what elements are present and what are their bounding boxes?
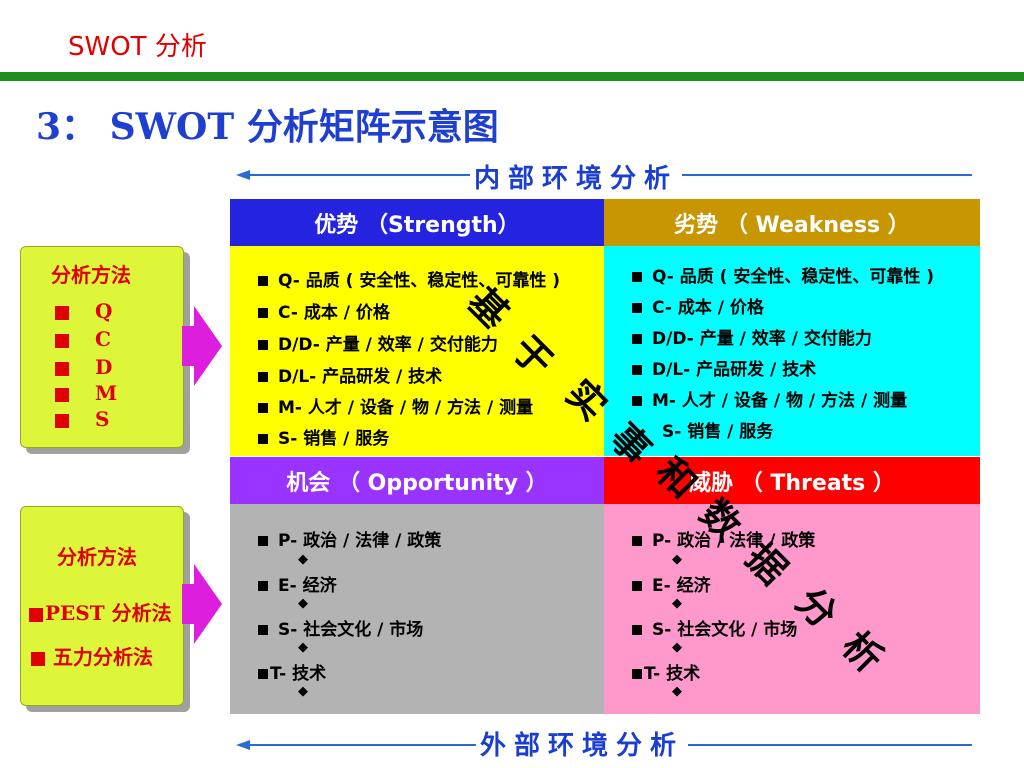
diamond-bullet-icon: ◆ <box>298 640 308 655</box>
analysis-method-box-pest: 分析方法 PEST 分析法 五力分析法 <box>20 506 184 706</box>
method-item: D <box>55 355 112 379</box>
strength-cell: Q- 品质 ( 安全性、稳定性、可靠性 ) C- 成本 / 价格 D/D- 产量… <box>230 246 604 456</box>
page-title: 3： SWOT 分析矩阵示意图 <box>36 106 499 148</box>
opportunity-item: T- 技术 <box>258 659 326 684</box>
right-arrowhead-icon <box>194 564 222 644</box>
weakness-item: C- 成本 / 价格 <box>632 293 764 318</box>
threats-cell: P- 政治 / 法律 / 政策 ◆ E- 经济 ◆ S- 社会文化 / 市场 ◆… <box>604 504 980 714</box>
opportunity-cell: P- 政治 / 法律 / 政策 ◆ E- 经济 ◆ S- 社会文化 / 市场 ◆… <box>230 504 604 714</box>
diamond-bullet-icon: ◆ <box>672 552 682 567</box>
diamond-bullet-icon: ◆ <box>298 684 308 699</box>
weakness-item: M- 人才 / 设备 / 物 / 方法 / 测量 <box>632 386 907 411</box>
analysis-method-title: 分析方法 <box>51 263 131 287</box>
opportunity-header-label: 机会 （ Opportunity ） <box>286 470 548 496</box>
internal-axis-label: 内部环境分析 <box>470 158 683 195</box>
weakness-item: D/D- 产量 / 效率 / 交付能力 <box>632 324 872 349</box>
weakness-header-label: 劣势 （ Weakness ） <box>674 212 910 238</box>
opportunity-item: P- 政治 / 法律 / 政策 <box>258 526 441 551</box>
right-arrowhead-icon <box>194 306 222 386</box>
header-divider <box>0 72 1024 81</box>
right-arrow-icon <box>182 326 196 366</box>
strength-item: S- 销售 / 服务 <box>258 424 389 449</box>
analysis-method-box-qcdms: 分析方法 Q C D M S <box>20 246 184 448</box>
threats-header: 威胁 （ Threats ） <box>604 457 980 504</box>
analysis-method-title: 分析方法 <box>57 545 137 569</box>
strength-item: D/L- 产品研发 / 技术 <box>258 362 442 387</box>
method-item: M <box>55 381 117 405</box>
method-item: Q <box>55 299 112 323</box>
opportunity-item: S- 社会文化 / 市场 <box>258 615 423 640</box>
method-item: 五力分析法 <box>31 641 153 670</box>
threats-item: E- 经济 <box>632 571 711 596</box>
strength-header: 优势 （Strength） <box>230 199 604 246</box>
diamond-bullet-icon: ◆ <box>672 684 682 699</box>
weakness-item: S- 销售 / 服务 <box>662 422 774 442</box>
weakness-item: Q- 品质 ( 安全性、稳定性、可靠性 ) <box>632 262 934 287</box>
header-title: SWOT 分析 <box>68 32 207 62</box>
strength-item: Q- 品质 ( 安全性、稳定性、可靠性 ) <box>258 266 560 291</box>
strength-header-label: 优势 （Strength） <box>314 212 520 238</box>
right-arrow-icon <box>182 584 196 624</box>
strength-item: M- 人才 / 设备 / 物 / 方法 / 测量 <box>258 393 533 418</box>
method-item: PEST 分析法 <box>29 597 172 626</box>
opportunity-header: 机会 （ Opportunity ） <box>230 457 604 504</box>
threats-item: T- 技术 <box>632 659 700 684</box>
threats-item: S- 社会文化 / 市场 <box>632 615 797 640</box>
weakness-header: 劣势 （ Weakness ） <box>604 199 980 246</box>
method-item: S <box>55 407 109 431</box>
threats-header-label: 威胁 （ Threats ） <box>689 470 895 496</box>
external-axis-arrowhead <box>236 740 250 750</box>
method-item: C <box>55 327 111 351</box>
internal-axis-arrowhead <box>236 170 250 180</box>
threats-item: P- 政治 / 法律 / 政策 <box>632 526 815 551</box>
strength-item: C- 成本 / 价格 <box>258 298 390 323</box>
weakness-item: D/L- 产品研发 / 技术 <box>632 355 816 380</box>
diamond-bullet-icon: ◆ <box>672 596 682 611</box>
weakness-cell: Q- 品质 ( 安全性、稳定性、可靠性 ) C- 成本 / 价格 D/D- 产量… <box>604 246 980 456</box>
diamond-bullet-icon: ◆ <box>672 640 682 655</box>
opportunity-item: E- 经济 <box>258 571 337 596</box>
external-axis-label: 外部环境分析 <box>476 725 689 762</box>
diamond-bullet-icon: ◆ <box>298 552 308 567</box>
diamond-bullet-icon: ◆ <box>298 596 308 611</box>
strength-item: D/D- 产量 / 效率 / 交付能力 <box>258 330 498 355</box>
